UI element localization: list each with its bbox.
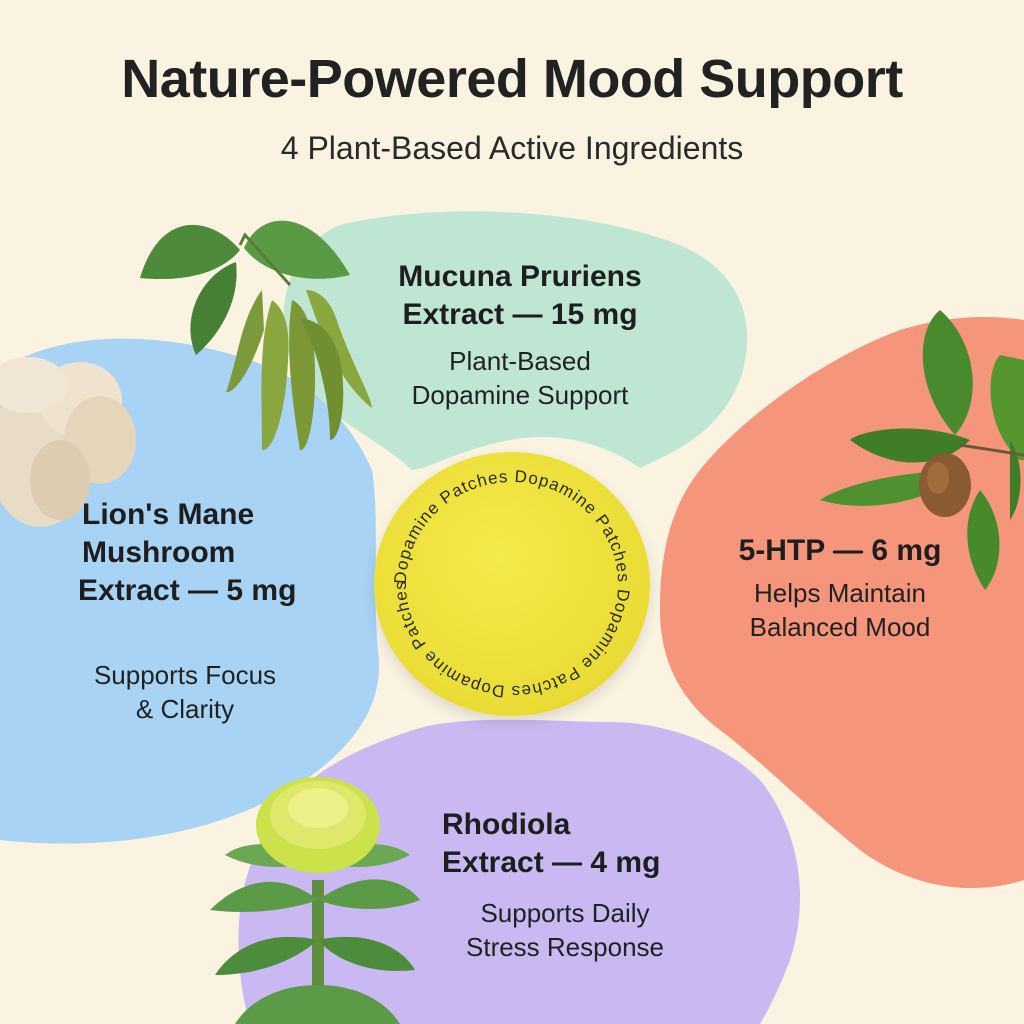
lions-mane-desc-line1: Supports Focus	[93, 660, 277, 690]
5htp-name: 5-HTP — 6 mg	[738, 534, 942, 567]
lions-mane-name-line3: Extract — 5 mg	[78, 574, 297, 607]
rhodiola-desc-line2: Stress Response	[466, 932, 664, 962]
lions-mane-info: Lion's Mane Mushroom Extract — 5 mg Supp…	[60, 496, 340, 726]
page-title: Nature-Powered Mood Support	[121, 49, 903, 109]
lions-mane-name-line2: Mushroom	[82, 536, 236, 569]
mucuna-desc-line1: Plant-Based	[449, 346, 591, 376]
mucuna-name-line1: Mucuna Pruriens	[398, 260, 642, 293]
mucuna-plant-illustration	[140, 220, 372, 451]
seal-text-path: Dopamine Patches Dopamine Patches Dopami…	[391, 467, 632, 701]
dopamine-patch-seal: Dopamine Patches Dopamine Patches Dopami…	[374, 452, 650, 716]
rhodiola-info: Rhodiola Extract — 4 mg Supports Daily S…	[420, 806, 710, 964]
lions-mane-name-line1: Lion's Mane	[82, 498, 255, 531]
lions-mane-desc-line2: & Clarity	[135, 694, 235, 724]
lions-mane-mushroom-illustration	[0, 357, 136, 527]
griffonia-plant-illustration	[820, 310, 1024, 590]
5htp-desc-line1: Helps Maintain	[754, 578, 926, 608]
mucuna-desc-line2: Dopamine Support	[411, 380, 629, 410]
mucuna-name-line2: Extract — 15 mg	[402, 298, 638, 331]
rhodiola-name-line2: Extract — 4 mg	[442, 846, 661, 879]
5htp-info: 5-HTP — 6 mg Helps Maintain Balanced Moo…	[700, 532, 980, 644]
rhodiola-plant-illustration	[210, 777, 420, 1024]
mucuna-info: Mucuna Pruriens Extract — 15 mg Plant-Ba…	[360, 258, 680, 412]
seal-ring-text: Dopamine Patches Dopamine Patches Dopami…	[391, 467, 633, 701]
mucuna-petal	[283, 211, 748, 470]
rhodiola-name-line1: Rhodiola	[442, 808, 571, 841]
svg-text:Dopamine Patches Dopamine Pa: Dopamine Patches Dopamine Patches Dopami…	[391, 467, 633, 701]
page-subtitle: 4 Plant-Based Active Ingredients	[280, 130, 744, 166]
rhodiola-desc-line1: Supports Daily	[480, 898, 650, 928]
5htp-desc-line2: Balanced Mood	[749, 612, 931, 642]
